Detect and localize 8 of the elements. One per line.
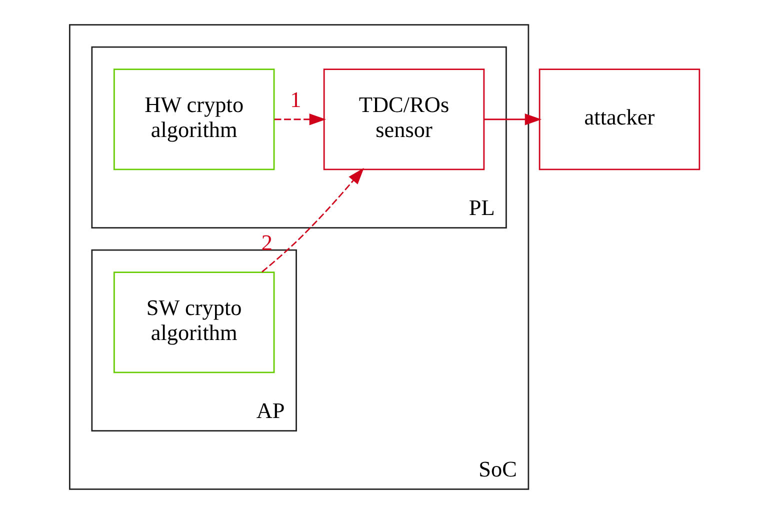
node-box: SW crypto algorithm <box>113 272 275 374</box>
arrow <box>484 114 542 126</box>
arrow <box>262 168 364 272</box>
node-box: TDC/ROs sensor <box>323 68 485 170</box>
node-box: HW crypto algorithm <box>113 68 275 170</box>
arrow <box>274 114 326 126</box>
edge-label: 1 <box>290 86 302 112</box>
node-box: attacker <box>538 68 700 170</box>
